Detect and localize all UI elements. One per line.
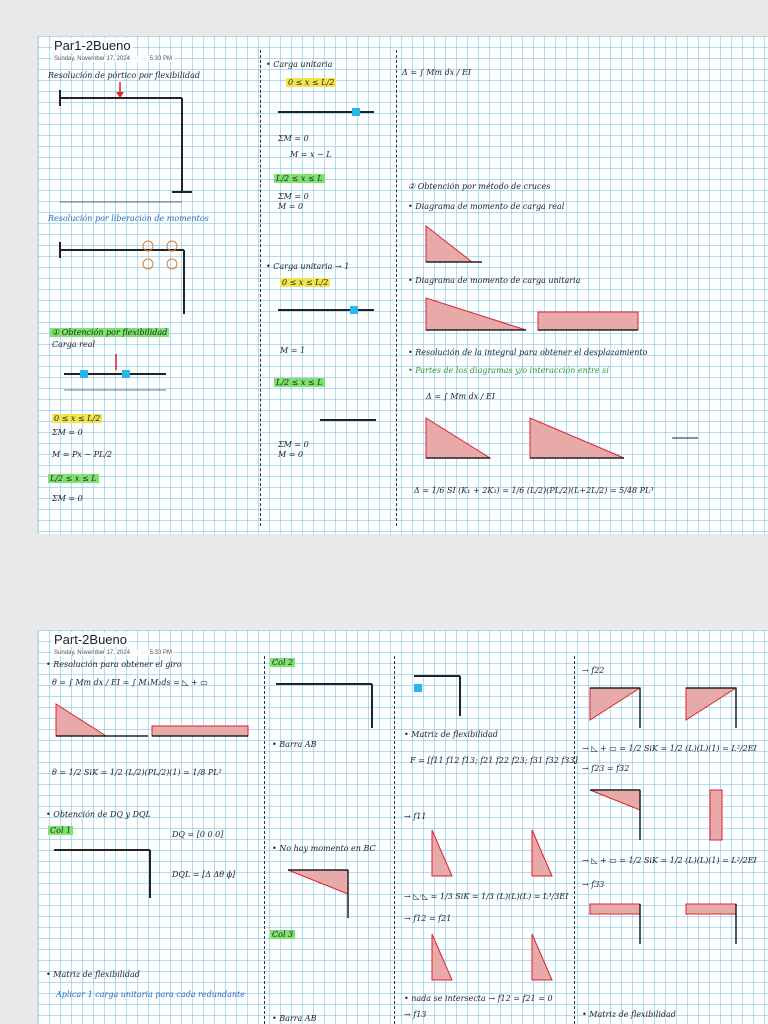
note-dq-vector: DQ = [0 0 0]	[172, 830, 224, 839]
diagram-interaction	[425, 417, 698, 459]
note-real-diagram: • Diagrama de momento de carga real	[408, 202, 565, 211]
note-delta-final: Δ = 1/6 SI (K₁ + 2K₂) = 1/6 (L/2)(PL/2)(…	[414, 486, 654, 495]
col2-frame-sketch	[276, 683, 373, 728]
column-divider	[264, 656, 265, 1024]
page-title: Part-2Bueno	[52, 632, 129, 647]
note-step1: ① Obtención por flexibilidad	[50, 328, 170, 337]
page-date: Sunday, November 17, 2024 5:33 PM	[52, 650, 174, 656]
note-range-a: 0 ≤ x ≤ L/2	[286, 78, 337, 87]
note-sum-m-2: ΣM = 0	[52, 494, 83, 503]
column-divider	[574, 656, 575, 1024]
real-load-beam-sketch	[64, 354, 166, 391]
note-unit-load-1: • Carga unitaria	[266, 60, 333, 69]
note-m-x-l: M = x − L	[290, 150, 332, 159]
note-sum-m-4: ΣM = 0	[278, 192, 309, 201]
note-m-zero-2: M = 0	[278, 450, 304, 459]
unit-moment-diagrams	[425, 297, 639, 331]
note-integral: • Resolución de la integral para obtener…	[408, 348, 648, 357]
f11-diagrams	[431, 829, 553, 877]
notebook-page-2: Part-2Bueno Sunday, November 17, 2024 5:…	[37, 630, 768, 1024]
note-moment-bc: • No hay momento en BC	[272, 844, 376, 853]
real-moment-diagram	[425, 224, 482, 263]
note-parts: • Partes de los diagramas y/o interacció…	[408, 366, 609, 375]
note-range-d: L/2 ≤ x ≤ L	[274, 378, 325, 387]
note-f22: → f22	[582, 666, 605, 675]
note-flex-matrix-3: • Matriz de flexibilidad	[582, 1010, 676, 1019]
note-range-2: L/2 ≤ x ≤ L	[48, 474, 99, 483]
f12-diagrams	[431, 933, 553, 981]
note-f-sum: → ◺·◺ = 1/3 SiK = 1/3 (L)(L)(L) = L³/3EI	[404, 892, 569, 901]
note-step2: ② Obtención por método de cruces	[408, 182, 551, 191]
note-apply-unit: Aplicar 1 carga unitaria para cada redun…	[56, 990, 246, 999]
note-intersection: • nada se intersecta → f12 = f21 = 0	[404, 994, 553, 1003]
note-real-load: Carga real	[52, 340, 96, 349]
page-date: Sunday, November 17, 2024 5:33 PM	[52, 56, 174, 62]
col1-frame-sketch	[54, 849, 151, 898]
note-m-one: M = 1	[280, 346, 306, 355]
note-sum-m-3: ΣM = 0	[278, 134, 309, 143]
note-f12: → f12 = f21	[404, 914, 452, 923]
note-theta-formula: θ = ∫ Mm dx / EI = ∫ M₁M₂ds = ◺ + ▭	[52, 678, 208, 687]
note-dq: • Obtención de DQ y DQL	[46, 810, 151, 819]
note-bar-ab: • Barra AB	[272, 740, 317, 749]
note-f23: → f23 = f32	[582, 764, 630, 773]
note-f11: → f11	[404, 812, 427, 821]
column3-frame-sketch	[414, 675, 461, 716]
notebook-page-1: Par1-2Bueno Sunday, November 17, 2024 5:…	[37, 36, 768, 534]
note-range-b: L/2 ≤ x ≤ L	[274, 174, 325, 183]
unit-load-beam-1	[278, 108, 374, 116]
note-f13: → f13	[404, 1010, 427, 1019]
page-time-text: 5:33 PM	[149, 56, 172, 62]
note-f33: → f33	[582, 880, 605, 889]
note-flex-matrix: • Matriz de flexibilidad	[46, 970, 140, 979]
note-sum-m: ΣM = 0	[52, 428, 83, 437]
f22-diagrams	[589, 687, 738, 728]
unit-load-beam-3	[320, 419, 376, 421]
f33-diagrams	[589, 903, 737, 944]
note-f-lines-2: → ◺ + ▭ = 1/2 SiK = 1/2 (L)(L)(1) = L²/2…	[582, 856, 757, 865]
f23-diagrams	[589, 789, 723, 841]
note-heading: Resolución de pórtico por flexibilidad	[48, 71, 200, 80]
note-delta-formula-2: Δ = ∫ Mm dx / EI	[426, 392, 496, 401]
column-divider	[260, 50, 261, 526]
note-dql-vector: DQL = [Δ Δθ ϕ]	[172, 870, 236, 879]
note-redundant-method: Resolución por liberación de momentos	[48, 214, 209, 223]
note-col2: Col 2	[270, 658, 296, 667]
note-unit-load-2: • Carga unitaria → 1	[266, 262, 350, 271]
note-range-c: 0 ≤ x ≤ L/2	[280, 278, 331, 287]
frame-sketch	[59, 82, 192, 203]
column-divider	[396, 50, 397, 526]
note-theta-result: θ = 1/2 SiK = 1/2 (L/2)(PL/2)(1) = 1/8 P…	[52, 768, 222, 777]
note-col1: Col 1	[48, 826, 74, 835]
page-time-text: 5:33 PM	[149, 650, 172, 656]
note-range-1: 0 ≤ x ≤ L/2	[52, 414, 103, 423]
note-unit-diagram: • Diagrama de momento de carga unitaria	[408, 276, 581, 285]
note-flex-matrix-2: • Matriz de flexibilidad	[404, 730, 498, 739]
note-sum-m-5: ΣM = 0	[278, 440, 309, 449]
page-title: Par1-2Bueno	[52, 38, 133, 53]
page-date-text: Sunday, November 17, 2024	[54, 650, 130, 656]
page-date-text: Sunday, November 17, 2024	[54, 56, 130, 62]
note-delta-formula: Δ = ∫ Mm dx / EI	[402, 68, 472, 77]
column-divider	[394, 656, 395, 1024]
note-matrix-f: F = [f11 f12 f13; f21 f22 f23; f31 f32 f…	[410, 756, 578, 765]
col2-moment-diagram	[287, 869, 349, 918]
note-m-px: M = Px − PL/2	[52, 450, 113, 459]
rotation-diagrams	[55, 703, 249, 737]
released-frame-sketch	[59, 240, 185, 314]
unit-load-beam-2	[278, 306, 374, 314]
note-col3: Col 3	[270, 930, 296, 939]
note-bar-ab-2: • Barra AB	[272, 1014, 317, 1023]
note-f-lines: → ◺ + ▭ = 1/2 SiK = 1/2 (L)(L)(1) = L²/2…	[582, 744, 757, 753]
note-m-zero: M = 0	[278, 202, 304, 211]
note-rotation: • Resolución para obtener el giro	[46, 660, 182, 669]
